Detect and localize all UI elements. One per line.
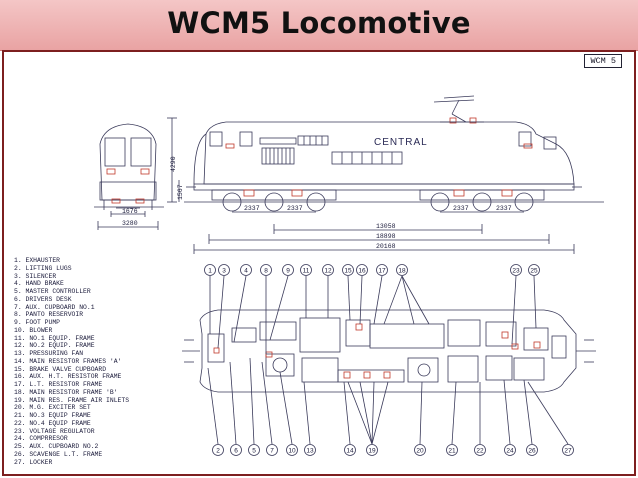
legend-item: 1. EXHAUSTER [14, 257, 61, 264]
callout-1: 1 [208, 268, 212, 275]
callouts-top [204, 264, 540, 354]
legend-item: 27. LOCKER [14, 458, 53, 466]
slide-header: WCM5 Locomotive [0, 0, 638, 51]
callout-7: 7 [270, 448, 274, 455]
callout-21: 21 [448, 448, 456, 455]
sheet-tag: WCM 5 [584, 54, 622, 68]
callout-4: 4 [244, 268, 248, 275]
plan-view [182, 309, 596, 393]
callout-16: 16 [358, 268, 366, 275]
callout-5: 5 [252, 448, 256, 455]
legend-item: 21. NO.3 EQUIP FRAME [14, 412, 91, 419]
legend-item: 3. SILENCER [14, 272, 57, 280]
callout-13: 13 [306, 448, 314, 455]
legend-item: 13. PRESSURING FAN [14, 350, 84, 357]
callouts-bottom [207, 357, 574, 456]
legend-item: 16. AUX. H.T. RESISTOR FRAME [14, 373, 122, 381]
legend-item: 7. AUX. CUPBOARD NO.1 [14, 303, 95, 311]
callout-19: 19 [368, 448, 376, 455]
legend-item: 2. LIFTING LUGS [14, 264, 72, 272]
locomotive-drawing: .ln { stroke:#3a3a5a; stroke-width:0.8; … [2, 50, 636, 476]
legend-item: 19. MAIN RES. FRAME AIR INLETS [14, 396, 130, 404]
callout-25: 25 [530, 268, 538, 275]
callout-2: 2 [216, 448, 220, 455]
callout-8: 8 [264, 268, 268, 275]
legend-item: 14. MAIN RESISTOR FRAMES 'A' [14, 357, 122, 365]
dim-axle1: 2337 [244, 205, 260, 212]
legend-item: 10. BLOWER [14, 326, 53, 334]
dim-end-width1: 1676 [122, 208, 138, 215]
legend-item: 25. AUX. CUPBOARD NO.2 [14, 443, 99, 450]
callout-20: 20 [416, 448, 424, 455]
callout-6: 6 [234, 448, 238, 455]
legend-item: 9. FOOT PUMP [14, 319, 61, 326]
legend-item: 18. MAIN RESISTOR FRAME 'B' [14, 388, 118, 396]
legend-item: 15. BRAKE VALVE CUPBOARD [14, 365, 107, 373]
callout-23: 23 [512, 268, 520, 275]
legend-item: 24. COMPRRESOR [14, 435, 68, 443]
dim-axle3: 2337 [453, 205, 469, 212]
legend-item: 20. M.G. EXCITER SET [14, 404, 91, 412]
legend-item: 11. NO.1 EQUIP. FRAME [14, 334, 95, 342]
callout-10: 10 [288, 448, 296, 455]
callout-15: 15 [344, 268, 352, 275]
callout-27: 27 [564, 448, 572, 455]
bogies [184, 186, 604, 212]
legend-item: 5. MASTER CONTROLLER [14, 288, 91, 295]
legend-item: 6. DRIVERS DESK [14, 295, 72, 303]
dim-end-width2: 3280 [122, 220, 138, 227]
dim-len1: 13058 [376, 223, 396, 230]
callout-17: 17 [378, 268, 386, 275]
drawing-svg: .ln { stroke:#3a3a5a; stroke-width:0.8; … [94, 95, 604, 456]
callout-9: 9 [286, 268, 290, 275]
legend-item: 8. PANTO RESERVOIR [14, 311, 84, 319]
legend-item: 4. HAND BRAKE [14, 280, 64, 288]
callout-22: 22 [476, 448, 484, 455]
end-view [94, 123, 164, 230]
parts-legend: 1. EXHAUSTER 2. LIFTING LUGS 3. SILENCER… [14, 257, 204, 466]
callout-26: 26 [528, 448, 536, 455]
dim-height: 4290 [170, 156, 177, 172]
slide-title: WCM5 Locomotive [167, 6, 471, 40]
dim-len2: 18898 [376, 233, 396, 240]
callout-24: 24 [506, 448, 514, 455]
legend-item: 12. NO.2 EQUIP. FRAME [14, 342, 95, 350]
body-lettering: CENTRAL [374, 137, 428, 148]
legend-item: 22. NO.4 EQUIP FRAME [14, 419, 91, 427]
legend-item: 23. VOLTAGE REGULATOR [14, 427, 95, 435]
dim-len3: 20168 [376, 243, 396, 250]
dim-axle4: 2337 [496, 205, 512, 212]
dim-height2: 1567 [177, 184, 184, 200]
callout-18: 18 [398, 268, 406, 275]
dim-axle2: 2337 [287, 205, 303, 212]
callout-14: 14 [346, 448, 354, 455]
side-view [193, 121, 575, 191]
pantograph [433, 95, 484, 124]
callout-3: 3 [222, 268, 226, 275]
callout-11: 11 [303, 268, 310, 275]
callout-12: 12 [324, 268, 332, 275]
legend-item: 17. L.T. RESISTOR FRAME [14, 381, 103, 388]
legend-item: 26. SCAVENGE L.T. FRAME [14, 450, 103, 458]
